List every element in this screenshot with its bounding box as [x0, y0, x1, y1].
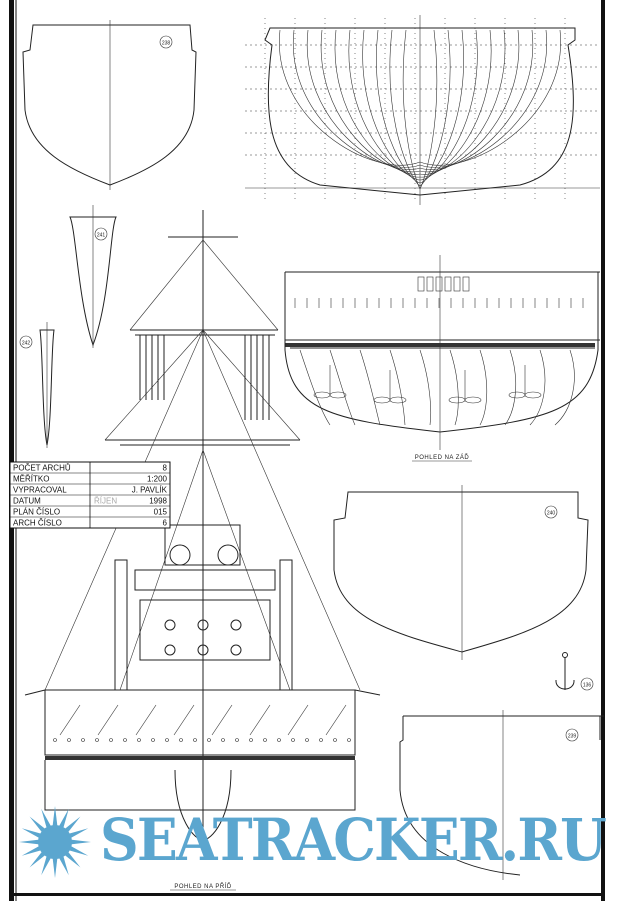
- table-row: POČET ARCHŮ 8: [13, 464, 168, 473]
- row-label: POČET ARCHŮ: [13, 464, 71, 473]
- part-label: 240: [547, 511, 556, 517]
- rudder-242: 242: [19, 322, 55, 448]
- table-row: VYPRACOVAL J. PAVLÍK: [13, 486, 168, 495]
- stern-view: POHLED NA ZÁĎ: [284, 255, 600, 462]
- hull-section-239: 239: [399, 710, 604, 880]
- table-row: ARCH ČÍSLO 6: [13, 519, 168, 528]
- row-value: 1:200: [147, 475, 168, 484]
- row-label: MĚŘÍTKO: [13, 475, 49, 484]
- table-row: MĚŘÍTKO 1:200: [13, 475, 168, 484]
- rudder-241: 241: [69, 205, 117, 348]
- bow-view-ship: POHLED NA PŘÍĎ: [24, 210, 381, 891]
- body-plan: [245, 15, 600, 205]
- left-border: [9, 0, 14, 901]
- row-label: DATUM: [13, 497, 41, 506]
- part-label: 242: [22, 341, 31, 347]
- table-row: PLÁN ČÍSLO 015: [13, 508, 168, 517]
- bottom-border: [9, 893, 605, 896]
- row-value: 8: [163, 464, 168, 473]
- part-label: 136: [583, 683, 592, 689]
- bow-view-caption: POHLED NA PŘÍĎ: [174, 882, 232, 890]
- row-note: ŘÍJEN: [94, 497, 117, 506]
- part-label: 239: [568, 734, 577, 740]
- row-value: 6: [163, 519, 168, 528]
- sunburst-logo-icon: [19, 806, 91, 878]
- right-border: [601, 0, 605, 901]
- watermark: SEATRACKER.RU: [19, 806, 608, 878]
- row-value: J. PAVLÍK: [132, 486, 168, 495]
- watermark-text: SEATRACKER.RU: [100, 806, 606, 874]
- row-value: 1998: [149, 497, 167, 506]
- table-row: DATUM ŘÍJEN 1998: [13, 497, 168, 506]
- part-label: 241: [97, 233, 106, 239]
- row-value: 015: [154, 508, 168, 517]
- part-label: 238: [162, 41, 171, 47]
- anchor-136: 136: [555, 652, 594, 691]
- row-label: PLÁN ČÍSLO: [13, 508, 60, 517]
- hull-section-238: 238: [22, 20, 197, 190]
- hull-section-240: 240: [333, 485, 589, 660]
- row-label: VYPRACOVAL: [13, 486, 67, 495]
- stern-view-caption: POHLED NA ZÁĎ: [415, 453, 470, 461]
- row-label: ARCH ČÍSLO: [13, 519, 62, 528]
